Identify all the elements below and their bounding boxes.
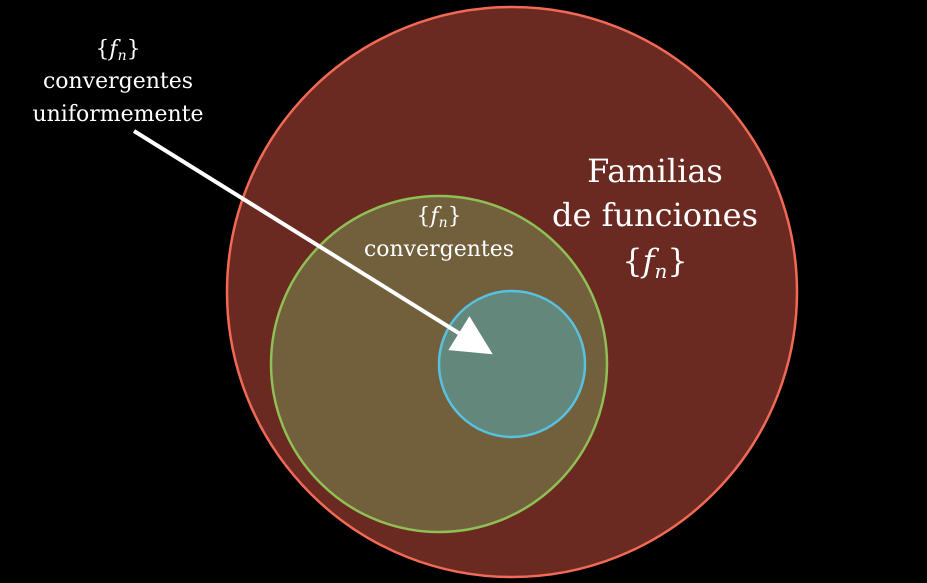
pointer-arrow [132, 129, 493, 355]
middle-set-label-line1: convergentes [364, 237, 514, 262]
middle-set-sub: n [439, 215, 448, 231]
outer-set-label-line1: Familias [587, 152, 723, 190]
outer-set-sub: n [654, 259, 667, 283]
inner-set-label-line2: uniformemente [32, 102, 203, 127]
middle-set-brace-close: } [448, 204, 462, 229]
outer-set-label-line2: de funciones [552, 196, 758, 234]
middle-set-brace-open: { [416, 204, 430, 229]
outer-set-symbol: {fn} [622, 242, 687, 283]
outer-set-brace-close: } [667, 242, 687, 280]
inner-set-sub: n [118, 48, 127, 64]
outer-set-brace-open: { [622, 242, 642, 280]
inner-set-brace-open: { [95, 37, 109, 62]
inner-set-brace-close: } [127, 37, 141, 62]
inner-set-symbol: {fn} [95, 37, 140, 64]
inner-set-label-line1: convergentes [43, 69, 193, 94]
inner-set-circle [437, 289, 587, 439]
